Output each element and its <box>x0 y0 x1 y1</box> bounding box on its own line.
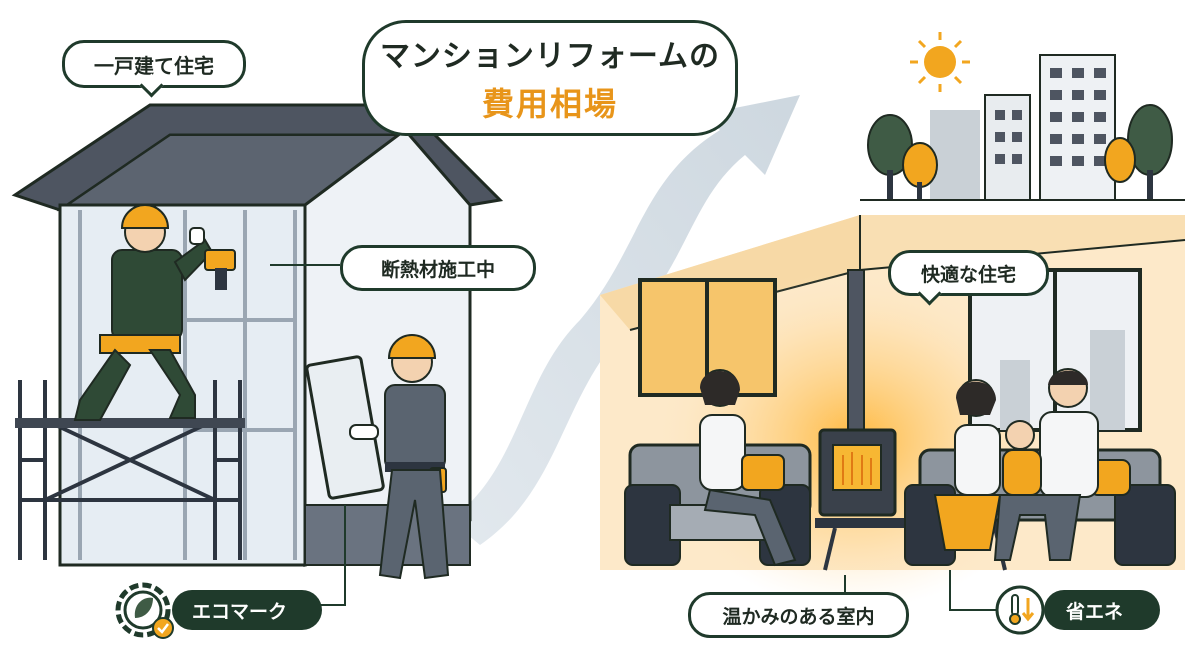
energy-saving-text: 省エネ <box>1066 600 1124 623</box>
house-scene <box>11 103 504 606</box>
callout-house-text: 一戸建て住宅 <box>94 53 214 78</box>
worker-carrying-panel <box>305 334 450 580</box>
worker-drilling <box>73 204 236 421</box>
callout-warm-room: 温かみのある室内 <box>688 592 909 638</box>
title-bubble: マンションリフォームの 費用相場 <box>362 20 738 136</box>
eco-mark-badge: エコマーク <box>172 590 322 630</box>
living-room-scene <box>600 215 1186 611</box>
callout-insulation: 断熱材施工中 <box>340 245 536 291</box>
eco-gear-icon <box>115 582 174 639</box>
sun-icon <box>924 46 956 78</box>
energy-saving-badge: 省エネ <box>1044 590 1160 630</box>
callout-house: 一戸建て住宅 <box>62 40 246 98</box>
wood-stove-pipe <box>847 269 865 431</box>
title-line2: 費用相場 <box>481 85 618 123</box>
callout-insulation-text: 断熱材施工中 <box>380 258 495 281</box>
city-scene <box>860 32 1185 201</box>
right-sofa <box>904 368 1176 566</box>
left-sofa <box>624 369 812 567</box>
thermometer-icon <box>995 585 1045 635</box>
house-side-wall <box>303 127 472 567</box>
callout-comfortable-text: 快適な住宅 <box>920 263 1016 286</box>
callout-comfortable: 快適な住宅 <box>888 250 1049 306</box>
eco-mark-text: エコマーク <box>192 600 288 623</box>
callout-warm-room-text: 温かみのある室内 <box>722 605 875 628</box>
title-line1: マンションリフォームの <box>379 39 721 74</box>
